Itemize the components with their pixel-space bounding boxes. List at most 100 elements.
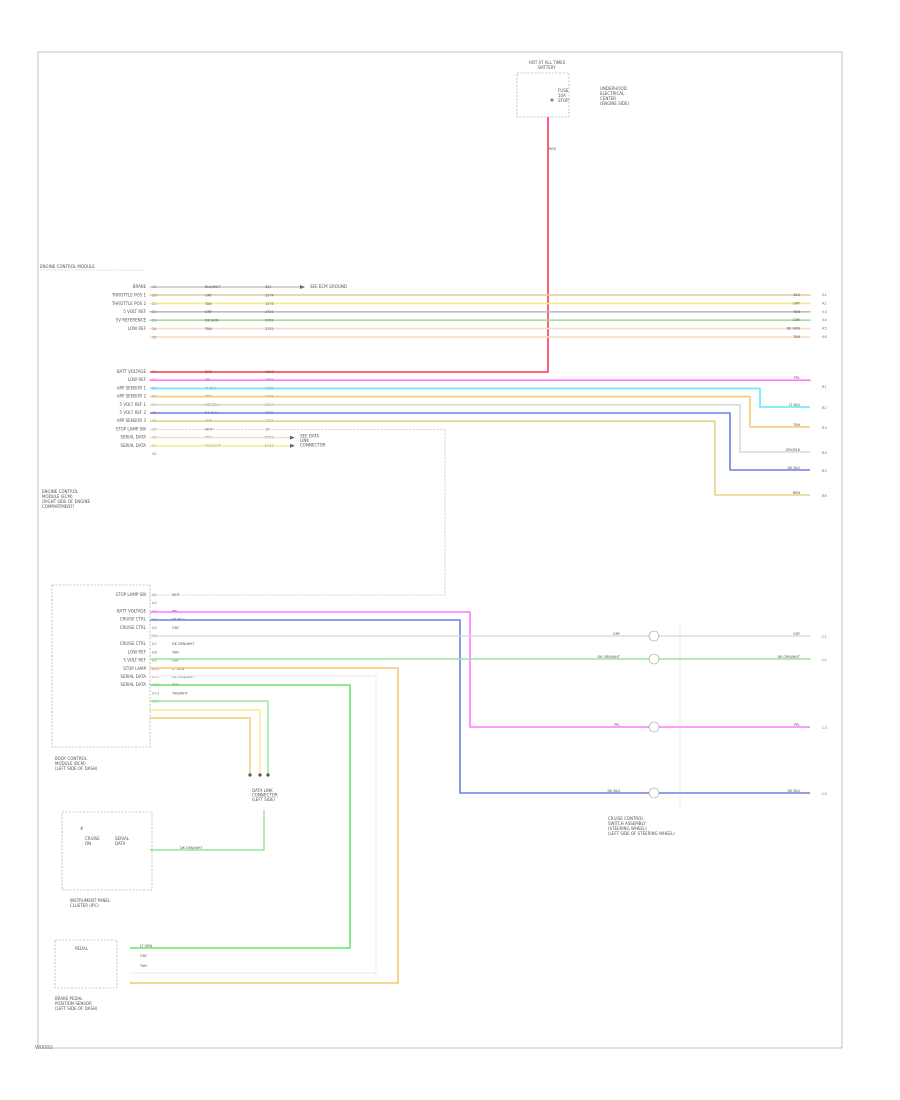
wire-ppl xyxy=(150,611,810,728)
bcm-pin-label: SERIAL DATA xyxy=(120,682,146,687)
ipc-inner: DATA xyxy=(115,841,126,846)
ecm-pin-number: 30 xyxy=(152,370,157,374)
wire-lt-grn xyxy=(130,684,351,949)
wire-end-label: TAN xyxy=(792,335,800,339)
top-comp-side: CENTER xyxy=(600,96,616,101)
ecm-pin-label: 5V REFERENCE xyxy=(116,318,147,323)
ipc-inner: SERIAL xyxy=(115,836,130,841)
connector-pin: B2 xyxy=(822,406,827,410)
switch-assy-label: (LEFT SIDE OF STEERING WHEEL) xyxy=(608,831,675,836)
splice-note: CONNECTOR xyxy=(252,793,278,798)
ecm-label: (RIGHT SIDE OF ENGINE xyxy=(42,499,90,504)
switch-icon xyxy=(648,787,660,799)
wire-end-label: BRN xyxy=(793,491,801,495)
top-comp-title: HOT AT ALL TIMES xyxy=(529,60,566,65)
data-link-note: LINK xyxy=(300,438,309,443)
brake-wire-code: LT GRN xyxy=(140,944,153,948)
wire-olive xyxy=(150,420,810,496)
wire-code: GRY xyxy=(172,659,180,663)
ecm-pin-label: 5 VOLT REF 1 xyxy=(120,402,147,407)
splice-node xyxy=(266,773,270,777)
switch-wire-code: DK GRN/WHT xyxy=(597,655,620,659)
ecm-pin-label: BATT VOLTAGE xyxy=(117,369,147,374)
switch-wire-end: DK BLU xyxy=(788,789,801,793)
figure-code: W0000 xyxy=(35,1045,53,1051)
data-link-note: SEE DATA xyxy=(300,434,319,439)
top-comp-inner: FUSE xyxy=(558,88,569,93)
wire-end-label: TAN xyxy=(792,423,800,427)
splice-node xyxy=(258,773,262,777)
brake-sensor-inner: PEDAL xyxy=(75,946,89,951)
wire-tan xyxy=(130,667,399,984)
bcm-pin-label: SERIAL DATA xyxy=(120,674,146,679)
diagram-frame xyxy=(37,51,843,1049)
brake-sensor-label: POSITION SENSOR xyxy=(55,1001,92,1006)
connector-pin: C1 xyxy=(822,635,827,639)
ecm-label: COMPARTMENT) xyxy=(42,504,75,509)
arrow-icon xyxy=(300,285,305,289)
wire-label-red: RED xyxy=(549,147,556,151)
switch-assy-label: CRUISE CONTROL xyxy=(608,816,644,821)
ecm-pin-label: STOP LAMP SW xyxy=(116,426,147,431)
ground-note: SEE ECM GROUND xyxy=(310,284,347,289)
data-link-note: CONNECTOR xyxy=(300,443,326,448)
bcm-box xyxy=(51,584,151,748)
switch-wire-code: PPL xyxy=(614,723,620,727)
wire-circuit: 2702 xyxy=(265,319,274,323)
bcm-pin-number: A5 xyxy=(152,626,157,630)
bcm-label: (LEFT SIDE OF DASH) xyxy=(55,766,98,771)
brake-sensor-label: (LEFT SIDE OF DASH) xyxy=(55,1006,98,1011)
wire-serial-2 xyxy=(150,709,261,775)
connector-pin: B6 xyxy=(822,494,827,498)
ecm-pin-label: 5 VOLT REF 2 xyxy=(120,410,147,415)
top-comp-side: (ENGINE SIDE) xyxy=(600,101,629,106)
wire-end-label: TAN xyxy=(792,310,800,314)
bcm-label: MODULE (BCM) xyxy=(55,761,86,766)
bcm-pin-number: A7 xyxy=(152,642,157,646)
wire-code: TAN xyxy=(204,302,212,306)
top-comp-side: ELECTRICAL xyxy=(600,91,625,96)
wire-end-label: PPL xyxy=(794,376,800,380)
switch-wire-code: GRY xyxy=(613,632,621,636)
bcm-pin-label: LOW REF xyxy=(128,649,147,654)
ecm-pin-label: APP SENSOR 1 xyxy=(117,385,147,390)
connector-pin: A5 xyxy=(822,327,827,331)
ecm-pin-number: 25 xyxy=(152,335,157,339)
bcm-pin-label: STOP LAMP SW xyxy=(116,592,147,597)
ecm-pin-number: 24 xyxy=(152,327,157,331)
wire-circuit: 1275 xyxy=(265,302,274,306)
switch-wire-end: PPL xyxy=(794,723,800,727)
ecm-label: MODULE (ECM) xyxy=(42,494,73,499)
wire-end-label: DK BLU xyxy=(788,466,801,470)
ecm-pin-label: LOW REF xyxy=(128,377,147,382)
wire-end-label: GRY xyxy=(793,318,801,322)
wire-code: GRY xyxy=(172,626,180,630)
ecm-pin-label: APP SENSOR 2 xyxy=(117,394,147,399)
ecm-pin-label: SERIAL DATA xyxy=(120,435,146,440)
top-comp-inner: STOP xyxy=(558,98,569,103)
wire-blue xyxy=(150,412,810,471)
wire-code: DK GRN/WHT xyxy=(172,642,195,646)
wire-circuit: 1340 xyxy=(265,370,274,374)
bcm-label: BODY CONTROL xyxy=(55,756,88,761)
brake-sensor-box xyxy=(54,939,118,989)
wire-code: TAN xyxy=(204,327,212,331)
splice-note: (LEFT SIDE) xyxy=(252,797,276,802)
wire-end-label: GRY xyxy=(793,301,801,305)
bcm-pin-label: CRUISE CTRL xyxy=(120,641,147,646)
wire-code: BLK/WHT xyxy=(205,285,221,289)
ecm-pin-number: 40 xyxy=(152,452,157,456)
connector-pin: A3 xyxy=(822,310,827,314)
switch-wire-end: DK GRN/WHT xyxy=(777,655,800,659)
switch-icon xyxy=(648,653,660,665)
ipc-inner: CRUISE xyxy=(85,836,100,841)
wire-end-label: GRY/BLK xyxy=(786,448,801,452)
connector-pin: C4 xyxy=(822,792,828,796)
ecm-header: ENGINE CONTROL MODULE xyxy=(40,264,95,269)
top-comp-inner: 10A xyxy=(558,93,566,98)
brake-sensor-label: BRAKE PEDAL xyxy=(55,996,83,1001)
bcm-pin-label: BATT VOLTAGE xyxy=(117,608,147,613)
ipc-icon: # xyxy=(80,826,84,831)
ecm-pin-number: 22 xyxy=(152,310,157,314)
splice-note: DATA LINK xyxy=(252,788,273,793)
